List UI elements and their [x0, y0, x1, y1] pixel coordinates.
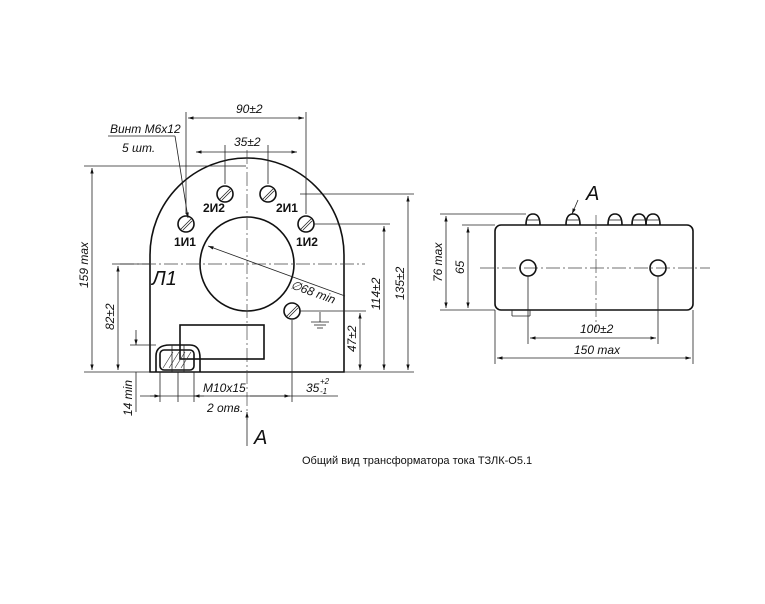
dim-35-tol-lower: -1 [320, 387, 327, 396]
terminal-screw-1i1 [177, 215, 195, 233]
ground-screw [283, 302, 301, 320]
terminal-screw-2i1 [259, 185, 277, 203]
view-arrow [571, 199, 579, 215]
top-terminals [525, 213, 661, 226]
nameplate [179, 324, 265, 360]
screw-note-line2: 5 шт. [122, 141, 155, 155]
marking-l1: Л1 [150, 268, 177, 290]
terminal-label-1i1: 1И1 [174, 235, 196, 249]
diameter-leader [207, 245, 346, 297]
dim-35-offset: 35 [306, 381, 320, 395]
dim-diameter: ∅68 min [289, 278, 338, 307]
side-view: А 76 max 65 [431, 183, 710, 364]
dim-135: 135±2 [393, 266, 407, 300]
dim-47: 47±2 [345, 325, 359, 352]
terminal-label-2i1: 2И1 [276, 201, 298, 215]
screw-note-line1: Винт М6х12 [110, 122, 181, 136]
front-body-outline [149, 157, 345, 373]
drawing-caption: Общий вид трансформатора тока ТЗЛК-О5.1 [302, 455, 532, 467]
side-view-label: А [585, 183, 599, 205]
dim-35: 35±2 [234, 135, 261, 149]
dim-65: 65 [453, 260, 467, 274]
front-view: 2И2 2И1 1И1 1И2 Л1 Винт М6х12 5 шт. 90±2 [77, 102, 414, 449]
dim-14: 14 min [121, 380, 135, 416]
dim-35-tol-upper: +2 [320, 377, 330, 386]
dim-m10-line2: 2 отв. [206, 401, 243, 415]
dim-100: 100±2 [580, 322, 614, 336]
terminal-label-2i2: 2И2 [203, 201, 225, 215]
dim-90: 90±2 [236, 102, 263, 116]
section-label-a: А [253, 427, 267, 449]
dim-76: 76 max [431, 242, 445, 282]
dim-150: 150 max [574, 343, 621, 357]
terminal-label-1i2: 1И2 [296, 235, 318, 249]
dim-m10-line1: М10х15 [203, 381, 246, 395]
threaded-boss [155, 344, 201, 372]
dim-82: 82±2 [103, 303, 117, 330]
side-body-outline [494, 224, 694, 311]
dim-159: 159 max [77, 241, 91, 288]
ground-symbol-icon [311, 312, 329, 329]
terminal-screw-1i2 [297, 215, 315, 233]
dim-114: 114±2 [369, 277, 383, 310]
terminal-screw-2i2 [216, 185, 234, 203]
